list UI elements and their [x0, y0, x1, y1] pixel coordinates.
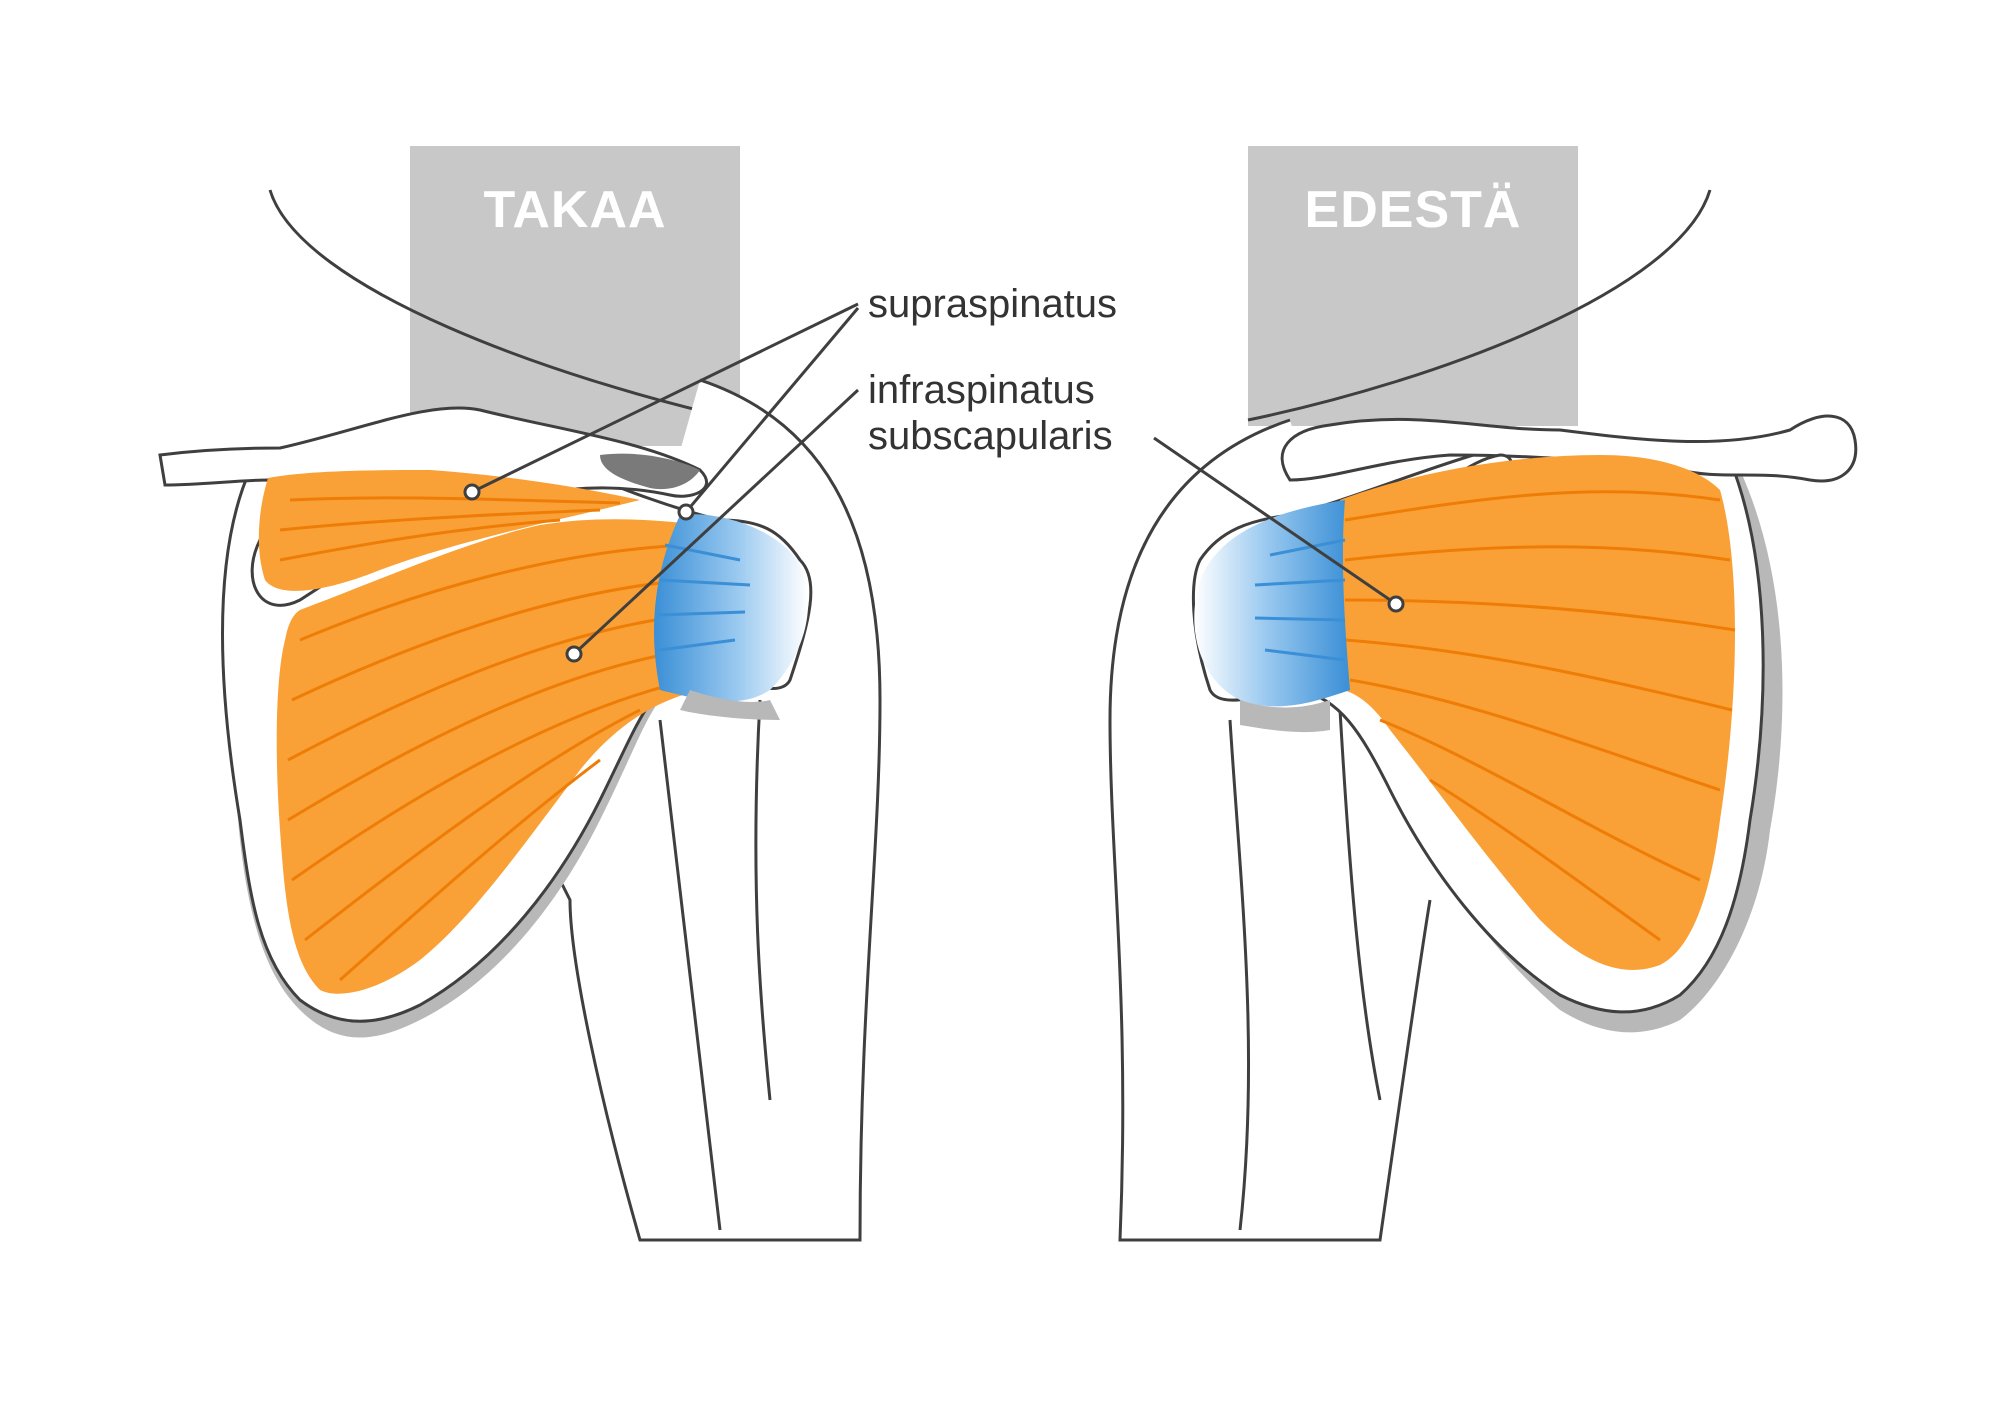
back-supraspinatus-fibers — [279, 496, 621, 562]
infraspinatus-label: infraspinatus — [868, 368, 1095, 412]
back-humeral-head — [680, 690, 780, 720]
tendon-marker — [677, 503, 695, 521]
front-arm-outline — [1108, 418, 1432, 1242]
back-view-label: TAKAA — [483, 181, 667, 239]
front-humerus — [1228, 709, 1382, 1231]
back-leader-lines — [471, 302, 860, 656]
front-neck-curve — [1247, 189, 1712, 422]
front-view-label: EDESTÄ — [1304, 181, 1522, 239]
back-tendon — [654, 514, 809, 702]
supraspinatus-marker — [463, 483, 481, 501]
front-subscapularis — [1332, 455, 1735, 970]
back-label-block — [410, 146, 740, 446]
front-view — [1108, 189, 1858, 1242]
back-humerus — [658, 699, 772, 1231]
subscapularis-label: subscapularis — [868, 414, 1113, 458]
front-label-block — [1248, 146, 1578, 426]
front-tendon-fibers — [1254, 538, 1346, 662]
back-infraspinatus — [276, 519, 700, 994]
infraspinatus-marker — [565, 645, 583, 663]
back-acromion-shadow — [600, 453, 700, 490]
supraspinatus-label: supraspinatus — [868, 282, 1118, 326]
front-leader-line — [1153, 436, 1397, 606]
back-infraspinatus-fibers — [287, 543, 691, 982]
front-subscapularis-fibers — [1344, 490, 1736, 942]
back-view — [158, 189, 882, 1242]
front-humeral-shadow — [1240, 700, 1330, 733]
subscapularis-marker — [1387, 595, 1405, 613]
back-tendon-fibers — [657, 543, 751, 652]
